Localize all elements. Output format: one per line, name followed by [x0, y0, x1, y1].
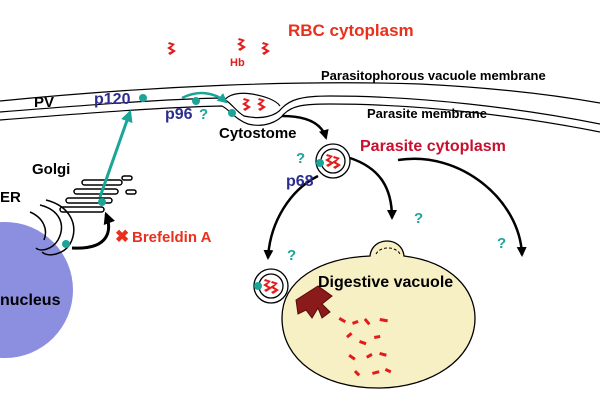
cytostome-pocket — [223, 92, 281, 107]
lower-vesicle-question-mark: ? — [287, 247, 296, 264]
cytostome-to-vesicle-arrow — [281, 114, 329, 140]
pv-membrane-line — [0, 82, 600, 104]
parasite-membrane-outer — [0, 95, 600, 125]
parasite-membrane-label: Parasite membrane — [367, 106, 487, 121]
p120-dot — [139, 94, 147, 102]
nucleus-shape — [0, 222, 73, 358]
cytostome-label: Cytostome — [219, 125, 297, 142]
hemoglobin-icon — [167, 42, 176, 55]
golgi-label: Golgi — [32, 161, 70, 178]
er-to-golgi-arrow — [71, 211, 115, 250]
vacuole-question-mark: ? — [414, 210, 423, 227]
digestive-vacuole-shape — [281, 240, 476, 389]
lower-vesicle-dot — [254, 282, 262, 290]
parasite-membrane-inner — [0, 103, 600, 133]
er-dot — [62, 240, 70, 248]
er-label: ER — [0, 189, 21, 206]
p96-dot-cytostome — [228, 109, 236, 117]
hemoglobin-icon — [237, 38, 246, 51]
nucleus-label: nucleus — [0, 292, 61, 309]
brefeldin-label: Brefeldin A — [132, 229, 212, 246]
er-membrane — [29, 199, 75, 256]
vesicle-to-cytoplasm-arrow — [397, 157, 527, 257]
p68-label: p68 — [286, 173, 314, 190]
golgi-dot — [98, 198, 106, 206]
pv-label: PV — [34, 94, 54, 111]
p120-label: p120 — [94, 91, 131, 108]
brefeldin-x-icon: ✖ — [115, 227, 129, 246]
golgi-to-p120-arrow — [98, 109, 133, 198]
hb-fragments — [338, 316, 392, 377]
p96-arrow — [181, 91, 228, 104]
hemoglobin-icon — [242, 98, 251, 111]
parasite-cytoplasm-label: Parasite cytoplasm — [360, 138, 506, 155]
hemoglobin-icon — [257, 98, 266, 111]
vesicle-to-vacuole-arrow — [349, 156, 397, 220]
cytoplasm-question-mark: ? — [497, 235, 506, 252]
digestive-vacuole-label: Digestive vacuole — [318, 274, 453, 291]
hemoglobin-icon — [261, 42, 270, 55]
vacuole-fusion-dash — [375, 247, 401, 255]
pv-membrane-label: Parasitophorous vacuole membrane — [321, 68, 546, 83]
p68-question-mark: ? — [296, 150, 305, 167]
p96-question-mark: ? — [199, 106, 208, 123]
p96-dot — [192, 97, 200, 105]
golgi-stack — [59, 175, 137, 213]
p96-label: p96 — [165, 106, 193, 123]
hemozoin-crystal — [295, 285, 333, 319]
rbc-cytoplasm-label: RBC cytoplasm — [288, 21, 414, 40]
hb-label: Hb — [230, 57, 245, 69]
vesicle-to-lower-vesicle-arrow — [263, 174, 319, 260]
p68-dot — [316, 159, 324, 167]
upper-vesicle-inner — [320, 148, 346, 174]
lower-vesicle-inner — [258, 273, 284, 299]
